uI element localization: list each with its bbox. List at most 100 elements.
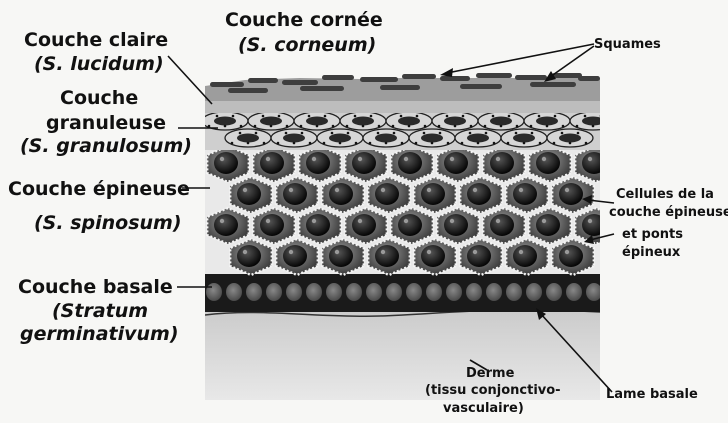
granule [539, 142, 542, 145]
granular-nucleus [536, 117, 558, 126]
basal-cell [546, 283, 562, 301]
basal-cell [506, 283, 522, 301]
basal-cell [586, 283, 602, 301]
granule [346, 125, 349, 128]
granule [308, 115, 311, 118]
basal-cell [486, 283, 502, 301]
basal-cell [246, 283, 262, 301]
squame-flake [460, 84, 502, 89]
granule [392, 125, 395, 128]
arrowhead-squames-1 [440, 68, 453, 77]
squame-flake [210, 82, 244, 87]
nucleolus [243, 188, 247, 192]
granule [385, 142, 388, 145]
nucleolus [335, 188, 339, 192]
label-vasculaire: vasculaire) [443, 400, 524, 418]
granule [255, 132, 258, 135]
spinous-nucleus [260, 152, 284, 174]
basal-cell [566, 283, 582, 301]
granule [347, 132, 350, 135]
label-tissu-conjonctivo: (tissu conjonctivo- [425, 382, 561, 400]
label-couche-granuleuse-2: granuleuse [46, 112, 166, 134]
nucleolus [496, 219, 500, 223]
label-s-spinosum: (S. spinosum) [34, 212, 182, 234]
label-s-lucidum: (S. lucidum) [34, 53, 164, 75]
nucleolus [312, 219, 316, 223]
granule [515, 132, 518, 135]
basal-cell [446, 283, 462, 301]
granule [301, 132, 304, 135]
squame-flake [578, 76, 600, 81]
granule [600, 115, 603, 118]
granule [439, 132, 442, 135]
granule [378, 125, 381, 128]
granular-nucleus [398, 117, 420, 126]
granule [484, 125, 487, 128]
nucleolus [404, 219, 408, 223]
pointer-claire [168, 56, 212, 104]
granular-nucleus [444, 117, 466, 126]
granule [208, 125, 211, 128]
label-s-granulosum: (S. granulosum) [20, 135, 192, 157]
nucleolus [542, 219, 546, 223]
squame-flake [530, 82, 576, 87]
basal-cell [306, 283, 322, 301]
granule [300, 125, 303, 128]
spinous-nucleus [237, 245, 261, 267]
granule [362, 125, 365, 128]
granule [554, 115, 557, 118]
granule [608, 125, 611, 128]
granule [530, 125, 533, 128]
granular-nucleus [582, 117, 604, 126]
label-cellules-2: couche épineuse [609, 204, 728, 222]
nucleolus [220, 219, 224, 223]
granule [485, 132, 488, 135]
spinous-nucleus [306, 214, 330, 236]
nucleolus [427, 250, 431, 254]
claire-layer [205, 100, 600, 113]
nucleolus [450, 219, 454, 223]
label-cellules-1: Cellules de la [616, 186, 714, 204]
nucleolus [358, 157, 362, 161]
nucleolus [266, 219, 270, 223]
spinous-nucleus [283, 183, 307, 205]
basal-cell [426, 283, 442, 301]
granule [462, 115, 465, 118]
label-lame-basale: Lame basale [606, 386, 698, 404]
granule [470, 125, 473, 128]
nucleolus [289, 250, 293, 254]
nucleolus [588, 219, 592, 223]
granule [531, 132, 534, 135]
granule [569, 142, 572, 145]
granular-nucleus [260, 117, 282, 126]
granule [500, 125, 503, 128]
granular-nucleus [237, 134, 259, 143]
granule [592, 125, 595, 128]
granule [323, 142, 326, 145]
granule [577, 132, 580, 135]
spinous-nucleus [582, 152, 606, 174]
squame-flake [402, 74, 436, 79]
spinous-nucleus [214, 152, 238, 174]
label-cellules-3: et ponts [622, 226, 683, 244]
granule [339, 142, 342, 145]
granule [447, 142, 450, 145]
spinous-nucleus [375, 245, 399, 267]
granule [324, 115, 327, 118]
basal-cell [326, 283, 342, 301]
granule [316, 125, 319, 128]
granule [431, 142, 434, 145]
granule [576, 125, 579, 128]
squame-flake [300, 86, 344, 91]
basal-cell [406, 283, 422, 301]
granule [332, 125, 335, 128]
granule [393, 132, 396, 135]
granule [423, 132, 426, 135]
label-germinativum: germinativum) [20, 323, 179, 345]
nucleolus [289, 188, 293, 192]
label-stratum: (Stratum [52, 300, 148, 322]
basal-cell [346, 283, 362, 301]
label-couche-cornee: Couche cornée [225, 9, 383, 31]
granular-nucleus [375, 134, 397, 143]
basal-cell [206, 283, 222, 301]
